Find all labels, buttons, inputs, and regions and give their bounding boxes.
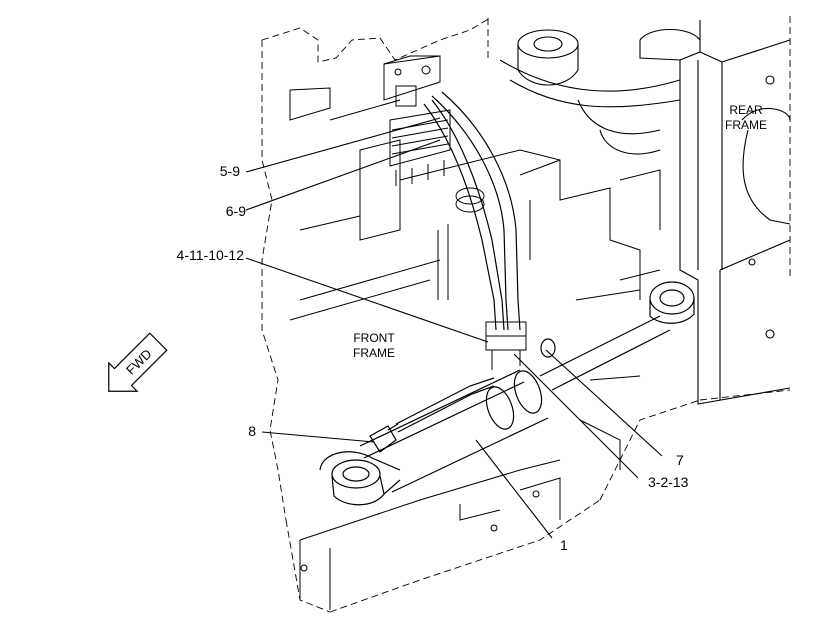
front-frame-label: FRONT FRAME [353,331,395,360]
rear-frame-label: REAR FRAME [725,103,767,132]
leader-5-9 [245,117,441,173]
rear-frame-label-line1: REAR [729,103,763,117]
phantom-frame-outline [261,16,791,613]
leader-7 [545,349,663,457]
callout-6-9: 6-9 [226,203,246,219]
articulation-hitch [499,29,701,155]
callouts: 5-9 6-9 4-11-10-12 8 7 3-2-13 1 [177,163,689,553]
leader-4-11-10-12 [245,257,489,343]
callout-8: 8 [248,423,256,439]
mid-frame-plates [289,87,661,321]
valve-mount-bracket [383,55,451,186]
hydraulic-hoses [423,91,521,331]
callout-1: 1 [560,537,568,553]
lower-frame-plate [299,375,641,610]
steering-cylinder [319,281,695,506]
callout-3-2-13: 3-2-13 [648,474,689,490]
hose-clamp [485,321,527,370]
leader-6-9 [245,139,441,211]
callout-4-11-10-12: 4-11-10-12 [177,247,245,263]
callout-5-9: 5-9 [220,163,240,179]
leader-3-2-13 [513,353,639,479]
rear-frame-structure [679,20,791,405]
callout-7: 7 [676,452,684,468]
leader-1 [475,439,553,539]
rear-frame-label-line2: FRAME [725,118,767,132]
front-frame-label-line1: FRONT [353,331,395,345]
leader-8 [261,431,375,443]
fwd-direction-arrow: FWD [108,332,168,392]
front-frame-label-line2: FRAME [353,346,395,360]
leader-lines [245,117,663,539]
